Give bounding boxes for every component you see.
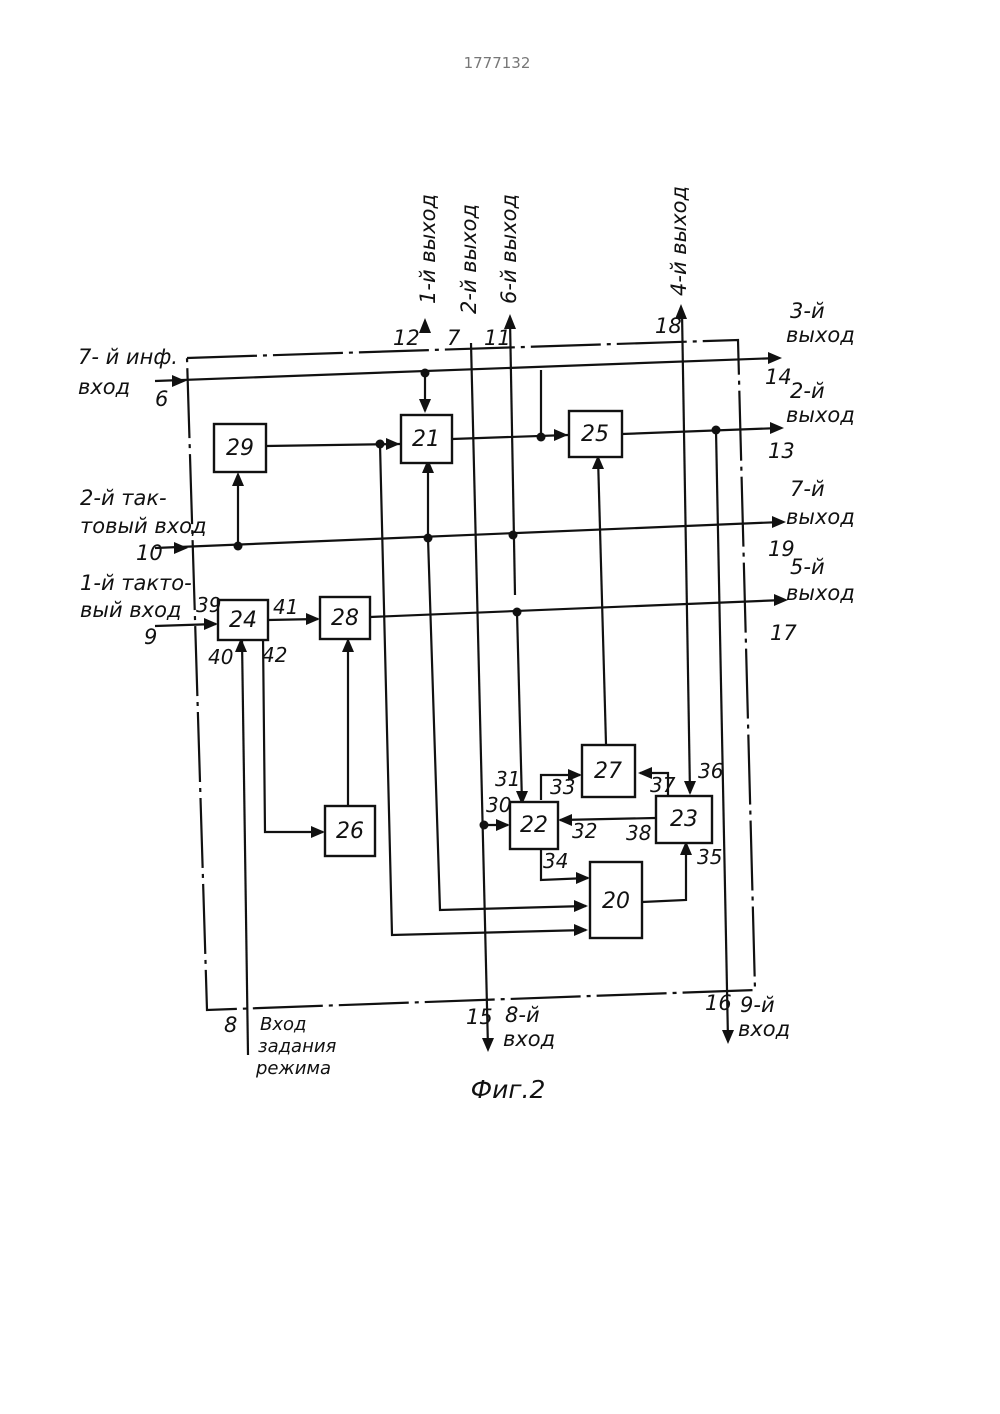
pin-41: 41 bbox=[273, 595, 298, 619]
output-5-line1: 5-й bbox=[790, 555, 825, 579]
block-26: 26 bbox=[325, 806, 375, 856]
output-3-num: 14 bbox=[765, 365, 792, 389]
input-7-info-num: 6 bbox=[155, 387, 168, 411]
output-3-line2: выход bbox=[786, 323, 855, 347]
output-2-num: 13 bbox=[768, 439, 795, 463]
input-1-clock: 1-й такто- вый вход 9 bbox=[80, 571, 192, 649]
block-22: 22 bbox=[510, 802, 558, 849]
output-1-num: 12 bbox=[393, 326, 420, 350]
input-7-info-line1: 7- й инф. bbox=[78, 345, 178, 369]
output-3-line1: 3-й bbox=[790, 299, 825, 323]
output-2-line2: выход bbox=[786, 403, 855, 427]
input-7-info: 7- й инф. вход 6 bbox=[78, 345, 178, 411]
output-2-top-label: 2-й выход bbox=[457, 204, 481, 314]
input-1-clock-num: 9 bbox=[144, 625, 157, 649]
pin-38: 38 bbox=[626, 821, 651, 845]
input-mode: 8 Вход задания режима bbox=[224, 1013, 337, 1079]
input-9: 16 9-й вход bbox=[705, 991, 790, 1041]
pin-35: 35 bbox=[697, 845, 722, 869]
block-23: 23 bbox=[656, 796, 712, 843]
input-2-clock-line2: товый вход bbox=[80, 514, 207, 538]
input-1-clock-line2: вый вход bbox=[80, 598, 181, 622]
input-2-clock-num: 10 bbox=[136, 541, 163, 565]
output-5-num: 17 bbox=[770, 621, 797, 645]
block-22-label: 22 bbox=[520, 813, 548, 838]
block-24: 24 bbox=[218, 600, 268, 640]
output-4-label: 4-й выход bbox=[667, 186, 691, 296]
figure-caption: Фиг.2 bbox=[471, 1075, 546, 1104]
block-25-label: 25 bbox=[581, 422, 609, 447]
block-20-label: 20 bbox=[602, 889, 630, 914]
output-7-line1: 7-й bbox=[790, 477, 825, 501]
output-2-line1: 2-й bbox=[790, 379, 825, 403]
input-mode-line1: Вход bbox=[260, 1014, 306, 1035]
input-8-num: 15 bbox=[466, 1005, 493, 1029]
pin-32: 32 bbox=[572, 819, 597, 843]
pin-31: 31 bbox=[495, 767, 520, 791]
output-2-top: 2-й выход 7 bbox=[447, 204, 481, 350]
output-6-num: 11 bbox=[484, 326, 511, 350]
block-27-label: 27 bbox=[594, 759, 622, 784]
input-8: 15 8-й вход bbox=[466, 1003, 555, 1051]
pin-36: 36 bbox=[698, 759, 723, 783]
pin-33: 33 bbox=[550, 775, 575, 799]
output-5-line2: выход bbox=[786, 581, 855, 605]
output-4: 4-й выход 18 bbox=[655, 186, 691, 338]
output-6-label: 6-й выход bbox=[497, 194, 521, 304]
pin-39: 39 bbox=[196, 593, 221, 617]
output-7: 7-й выход 19 bbox=[768, 477, 855, 561]
patent-number: 1777132 bbox=[464, 54, 531, 72]
input-7-info-line2: вход bbox=[78, 375, 130, 399]
output-2-top-num: 7 bbox=[447, 326, 461, 350]
pin-34: 34 bbox=[543, 849, 568, 873]
output-3: 3-й выход 14 bbox=[765, 299, 855, 389]
block-25: 25 bbox=[569, 411, 622, 457]
output-1-label: 1-й выход bbox=[416, 194, 440, 304]
pin-42: 42 bbox=[262, 643, 287, 667]
block-27: 27 bbox=[582, 745, 635, 797]
block-26-label: 26 bbox=[336, 819, 364, 844]
pin-37: 37 bbox=[650, 773, 676, 797]
input-2-clock-line1: 2-й так- bbox=[80, 486, 167, 510]
input-2-clock: 2-й так- товый вход 10 bbox=[80, 486, 207, 565]
input-1-clock-line1: 1-й такто- bbox=[80, 571, 192, 595]
input-8-line2: вход bbox=[503, 1027, 555, 1051]
pin-40: 40 bbox=[208, 645, 233, 669]
output-7-line2: выход bbox=[786, 505, 855, 529]
output-2: 2-й выход 13 bbox=[768, 379, 855, 463]
input-mode-num: 8 bbox=[224, 1013, 237, 1037]
block-29-label: 29 bbox=[226, 436, 254, 461]
input-8-line1: 8-й bbox=[505, 1003, 540, 1027]
output-6: 6-й выход 11 bbox=[484, 194, 521, 350]
pin-30: 30 bbox=[486, 793, 511, 817]
output-1: 1-й выход 12 bbox=[393, 194, 440, 350]
input-9-num: 16 bbox=[705, 991, 732, 1015]
block-24-label: 24 bbox=[229, 608, 257, 633]
block-23-label: 23 bbox=[670, 807, 698, 832]
block-28: 28 bbox=[320, 597, 370, 639]
block-29: 29 bbox=[214, 424, 266, 472]
input-mode-line2: задания bbox=[258, 1036, 337, 1057]
output-4-num: 18 bbox=[655, 314, 682, 338]
input-9-line1: 9-й bbox=[740, 993, 775, 1017]
block-20: 20 bbox=[590, 862, 642, 938]
input-mode-line3: режима bbox=[255, 1058, 331, 1079]
block-21-label: 21 bbox=[412, 427, 440, 452]
input-9-line2: вход bbox=[738, 1017, 790, 1041]
block-28-label: 28 bbox=[331, 606, 359, 631]
block-21: 21 bbox=[401, 415, 452, 463]
